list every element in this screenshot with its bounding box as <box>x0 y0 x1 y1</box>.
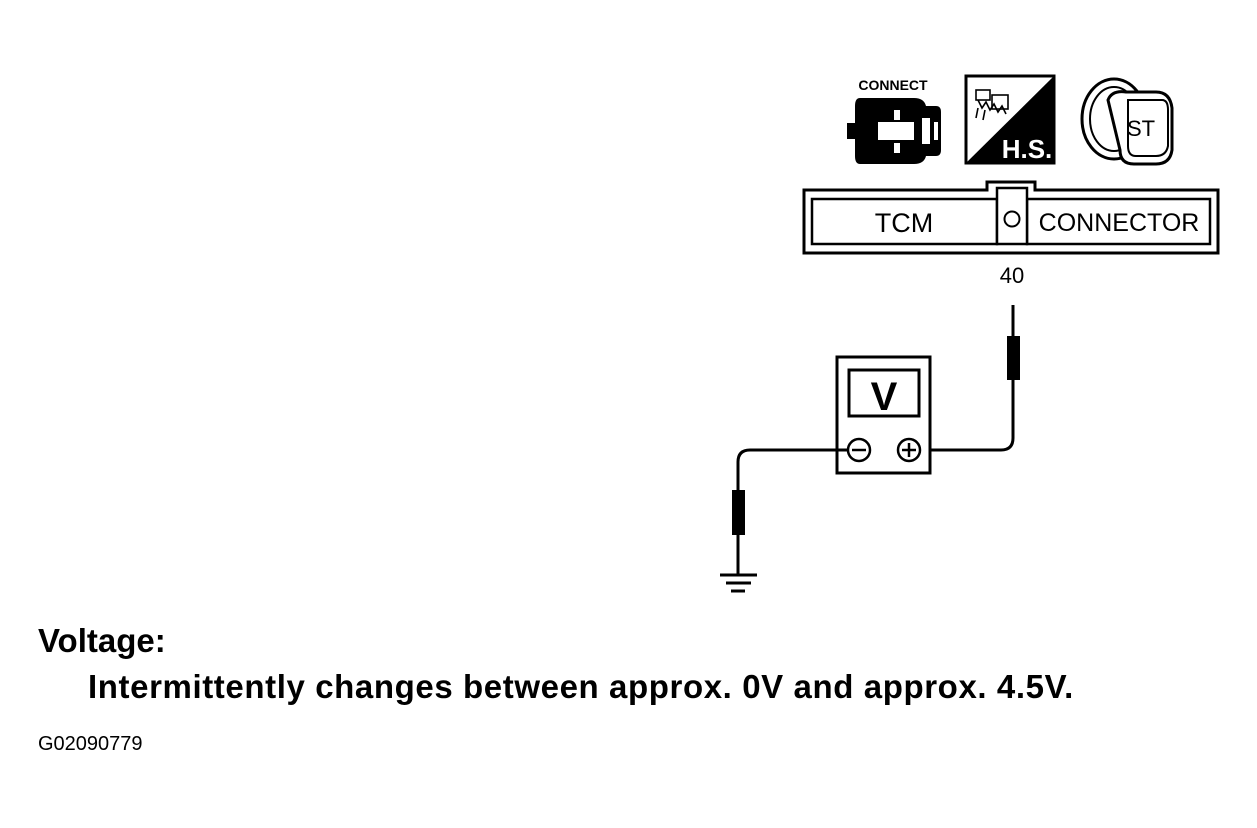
positive-terminal-icon <box>896 437 922 463</box>
voltmeter: V <box>835 355 932 475</box>
voltage-description: Intermittently changes between approx. 0… <box>88 668 1074 705</box>
positive-probe <box>924 305 1020 452</box>
connect-icon: CONNECT <box>847 77 941 164</box>
figure-id: G02090779 <box>38 733 143 755</box>
terminal-number: 40 <box>1000 263 1024 288</box>
tcm-connector: TCM CONNECTOR 40 <box>802 180 1220 288</box>
connect-icon-label: CONNECT <box>858 77 928 93</box>
terminal-40-pin <box>1003 210 1021 228</box>
voltage-heading: Voltage: <box>38 622 166 659</box>
ignition-key-label: ST <box>1127 116 1155 141</box>
connector-label: CONNECTOR <box>1039 209 1200 237</box>
ignition-key-icon: ST <box>1080 77 1174 166</box>
hot-soak-icon: H.S. <box>964 74 1056 165</box>
ground-icon <box>720 573 757 593</box>
negative-terminal-icon <box>846 437 872 463</box>
tcm-label: TCM <box>875 208 933 238</box>
voltmeter-label: V <box>871 375 898 419</box>
hot-soak-label: H.S. <box>1002 134 1053 164</box>
negative-probe <box>732 448 848 574</box>
